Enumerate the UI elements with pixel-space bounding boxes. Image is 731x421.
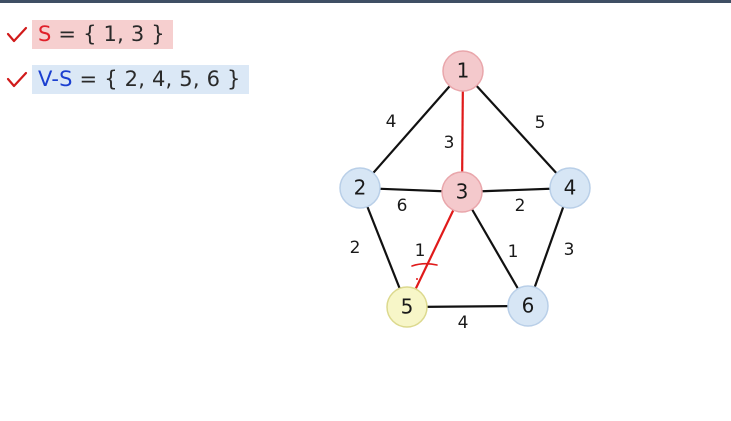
set-vs-label: V-S = { 2, 4, 5, 6 } (32, 65, 249, 94)
checkmark-icon (6, 26, 28, 42)
set-vs-row: V-S = { 2, 4, 5, 6 } (6, 65, 249, 94)
node-3: 3 (441, 171, 483, 213)
node-1: 1 (442, 50, 484, 92)
set-vs-name: V-S (38, 67, 73, 91)
node-label-4: 4 (564, 176, 577, 200)
edge-weight-5-6: 4 (458, 313, 469, 333)
node-circle-1 (442, 50, 484, 92)
node-2: 2 (339, 167, 381, 209)
node-circle-6 (507, 285, 549, 327)
node-6: 6 (507, 285, 549, 327)
node-circle-5 (386, 286, 428, 328)
set-s-members: = { 1, 3 } (51, 22, 165, 46)
edge-4-6 (526, 187, 572, 307)
node-circle-3 (441, 171, 483, 213)
node-circle-4 (549, 167, 591, 209)
set-s-label: S = { 1, 3 } (32, 20, 173, 49)
edge-weight-2-5: 2 (350, 238, 361, 258)
weights-layer: 4 3 5 6 2 2 1 1 3 4 (350, 112, 575, 333)
edge-weight-3-4: 2 (515, 196, 526, 216)
edge-weight-3-5: 1 (415, 241, 426, 261)
edge-1-2 (359, 70, 464, 189)
set-s-name: S (38, 22, 52, 46)
edge-3-6 (461, 191, 529, 307)
dot-mark (416, 278, 418, 280)
node-label-3: 3 (456, 180, 469, 204)
node-label-6: 6 (522, 294, 535, 318)
set-s-row: S = { 1, 3 } (6, 20, 173, 49)
edge-weight-1-4: 5 (535, 113, 546, 133)
edge-weight-1-2: 4 (386, 112, 397, 132)
edge-weight-4-6: 3 (564, 240, 575, 260)
annotation-layer (411, 262, 438, 280)
node-label-1: 1 (457, 59, 470, 83)
node-label-2: 2 (354, 176, 367, 200)
checkmark-icon (6, 71, 28, 87)
node-circle-2 (339, 167, 381, 209)
edge-2-5 (358, 187, 409, 308)
set-vs-members: = { 2, 4, 5, 6 } (72, 67, 241, 91)
node-5: 5 (386, 286, 428, 328)
edge-3-5 (406, 191, 463, 308)
node-4: 4 (549, 167, 591, 209)
strike-mark (411, 262, 438, 267)
edge-weight-2-3: 6 (397, 196, 408, 216)
node-label-5: 5 (401, 295, 414, 319)
nodes-layer: 1 2 3 4 5 6 (339, 50, 591, 328)
edge-weight-1-3: 3 (444, 133, 455, 153)
edge-1-4 (462, 70, 571, 189)
top-rule (0, 0, 731, 3)
edge-weight-3-6: 1 (508, 242, 519, 262)
